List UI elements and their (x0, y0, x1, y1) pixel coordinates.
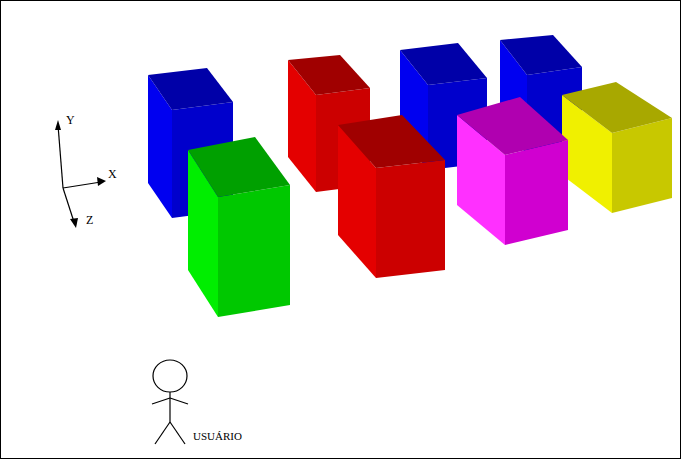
cuboid-face (148, 68, 233, 110)
cuboid-face (338, 115, 445, 168)
cuboid-face (562, 82, 672, 133)
axis-label: Z (86, 214, 93, 226)
cuboid-face (500, 35, 582, 75)
axis-label: X (108, 168, 117, 180)
cuboid-face (457, 97, 568, 155)
cuboid-face (505, 140, 568, 245)
cuboid-face (400, 43, 487, 85)
axes (55, 120, 106, 228)
cuboid-face (218, 185, 290, 317)
user-label: USUÁRIO (193, 431, 242, 442)
axis-label: Y (66, 114, 75, 126)
cuboids (148, 35, 672, 317)
cuboid-face (188, 137, 290, 197)
user-figure (152, 360, 188, 444)
cuboid-face (376, 160, 445, 278)
cuboid-face (612, 118, 672, 213)
cuboid-face (288, 55, 370, 95)
